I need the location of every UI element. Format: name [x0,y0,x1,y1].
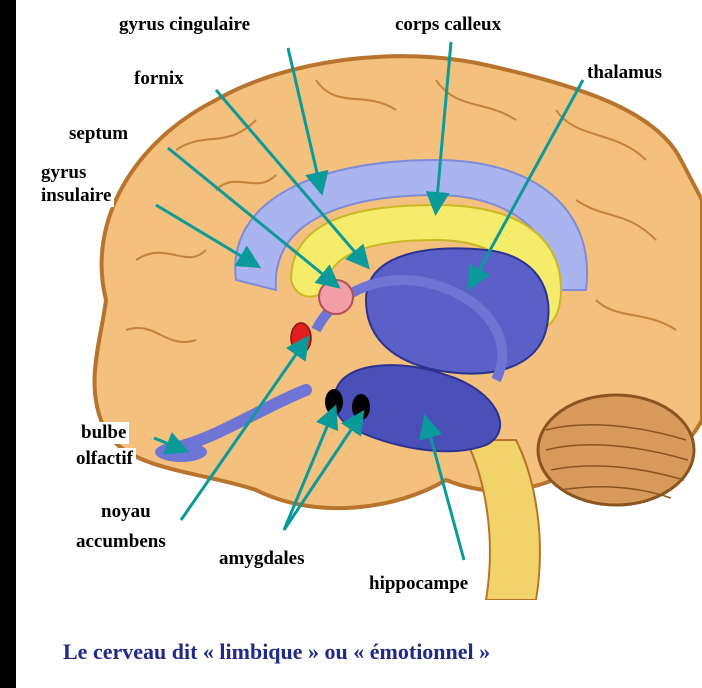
caption: Le cerveau dit « limbique » ou « émotion… [63,639,490,665]
diagram-panel: gyrus cingulaire corps calleux fornix th… [16,0,702,688]
label-noyau-accumbens-line1: noyau [98,501,154,523]
label-noyau-accumbens-line2: accumbens [73,531,169,553]
label-gyrus-insulaire-line2: insulaire [38,185,114,207]
label-fornix: fornix [131,68,187,90]
label-corps-calleux: corps calleux [392,14,504,36]
septum-structure [319,280,353,314]
label-bulbe-olfactif-line1: bulbe [78,422,129,444]
label-thalamus: thalamus [584,62,665,84]
label-gyrus-insulaire-line1: gyrus [38,162,89,184]
bulbe-olfactif-shape [155,442,207,462]
label-amygdales: amygdales [216,548,308,570]
label-hippocampe: hippocampe [366,573,471,595]
label-bulbe-olfactif-line2: olfactif [73,448,136,470]
label-gyrus-cingulaire: gyrus cingulaire [116,14,253,36]
cerebellum [538,395,694,505]
label-septum: septum [66,123,131,145]
